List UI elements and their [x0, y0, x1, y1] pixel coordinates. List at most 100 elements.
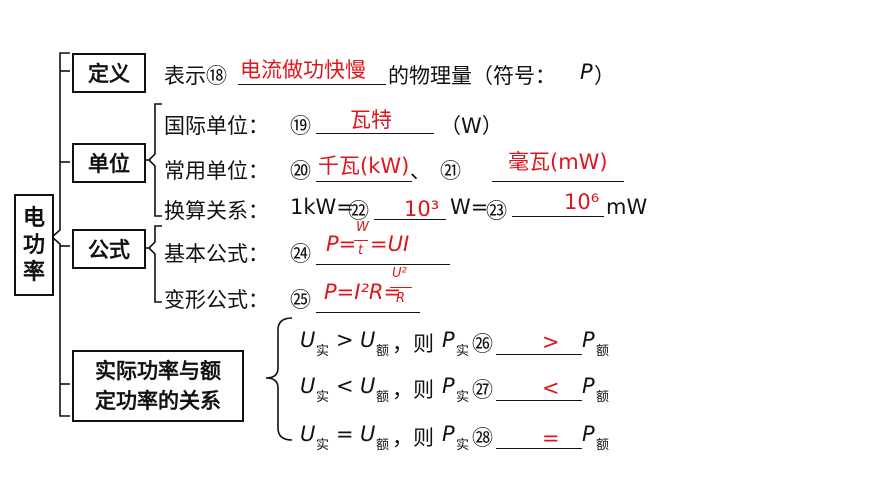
relation-label-line1: 实际功率与额 [95, 359, 221, 383]
basic-formula-blank [316, 264, 450, 265]
relation-num: ㉘ [472, 426, 493, 450]
conversion-num1: ㉒ [348, 199, 369, 223]
relation-operator: > [336, 328, 354, 352]
subscript-rated: 额 [596, 344, 610, 359]
basic-formula-frac-num: W [356, 220, 369, 235]
subscript-actual: 实 [316, 390, 330, 405]
root-char: 率 [22, 259, 45, 285]
subscript-rated: 额 [596, 438, 610, 453]
relation-row: U 实 > U 额 ，则 P 实 ㉖ > P 额 [300, 328, 630, 360]
relation-label-line2: 定功率的关系 [95, 389, 221, 413]
definition-blank [238, 84, 386, 85]
relation-brace [265, 317, 293, 441]
voltage-symbol: U [300, 422, 316, 446]
formula-label-box: 公式 [72, 229, 146, 269]
definition-label: 定义 [88, 62, 130, 86]
derived-formula-frac-den: R [396, 291, 406, 306]
power-symbol: P [582, 422, 595, 446]
subscript-rated: 额 [376, 390, 390, 405]
derived-formula-lead: P=I²R= [324, 280, 402, 304]
common-unit-answer1: 千瓦(kW) [318, 154, 410, 178]
derived-formula-frac-num: U² [392, 266, 407, 281]
unit-label: 单位 [88, 152, 130, 176]
then-text: ，则 [392, 426, 434, 450]
basic-formula-frac-bar [354, 240, 368, 241]
conversion-num2: ㉓ [486, 199, 507, 223]
subscript-actual: 实 [456, 390, 470, 405]
conversion-blank2 [512, 216, 604, 217]
relation-operator: = [336, 422, 354, 446]
basic-formula-num: ㉔ [290, 242, 311, 266]
common-unit-label: 常用单位： [164, 159, 269, 183]
common-unit-blank2 [492, 181, 624, 182]
power-symbol: P [442, 328, 455, 352]
relation-blank [496, 448, 582, 449]
relation-blank [496, 354, 582, 355]
voltage-symbol: U [360, 422, 376, 446]
root-label-box: 电 功 率 [14, 194, 54, 296]
intl-unit-answer: 瓦特 [350, 108, 392, 132]
conversion-lead: 1kW= [290, 195, 354, 219]
common-unit-blank1 [316, 181, 412, 182]
relation-answer: = [542, 426, 560, 450]
power-symbol: P [582, 328, 595, 352]
unit-brace [147, 103, 162, 217]
relation-blank [496, 400, 582, 401]
voltage-symbol: U [300, 328, 316, 352]
power-symbol: P [442, 422, 455, 446]
derived-formula-frac-bar [390, 287, 412, 288]
basic-formula-frac-den: t [358, 243, 364, 258]
relation-row: U 实 = U 额 ，则 P 实 ㉘ = P 额 [300, 422, 630, 454]
relation-row: U 实 < U 额 ，则 P 实 ㉗ < P 额 [300, 374, 630, 406]
root-char: 电 [22, 205, 45, 231]
formula-brace [147, 225, 162, 303]
relation-label-box: 实际功率与额 定功率的关系 [72, 350, 244, 422]
main-brace [50, 52, 70, 417]
relation-operator: < [336, 374, 354, 398]
subscript-rated: 额 [376, 344, 390, 359]
root-char: 功 [22, 232, 45, 258]
common-unit-sep: 、 [410, 159, 431, 183]
basic-formula-label: 基本公式： [164, 242, 269, 266]
intl-unit-num: ⑲ [290, 114, 311, 138]
unit-label-box: 单位 [72, 143, 146, 183]
definition-suffix: 的物理量（符号： [388, 64, 556, 88]
conversion-blank1 [374, 219, 446, 220]
subscript-actual: 实 [456, 344, 470, 359]
definition-answer: 电流做功快慢 [240, 58, 366, 82]
conversion-tail: mW [606, 195, 648, 219]
common-unit-answer2: 毫瓦(mW) [508, 150, 608, 174]
then-text: ，则 [392, 378, 434, 402]
subscript-rated: 额 [376, 438, 390, 453]
relation-num: ㉗ [472, 378, 493, 402]
derived-formula-blank [316, 312, 420, 313]
voltage-symbol: U [300, 374, 316, 398]
conversion-mid: W= [450, 195, 489, 219]
subscript-rated: 额 [596, 390, 610, 405]
definition-label-box: 定义 [72, 53, 146, 93]
common-unit-num1: ⑳ [290, 159, 311, 183]
power-symbol: P [442, 374, 455, 398]
voltage-symbol: U [360, 328, 376, 352]
subscript-actual: 实 [456, 438, 470, 453]
subscript-actual: 实 [316, 344, 330, 359]
conversion-label: 换算关系： [164, 199, 269, 223]
conversion-answer1: 10³ [404, 197, 440, 221]
basic-formula-tail: =UI [370, 232, 410, 256]
common-unit-num2: ㉑ [440, 159, 461, 183]
relation-answer: > [542, 330, 560, 354]
subscript-actual: 实 [316, 438, 330, 453]
definition-symbol: P [580, 60, 593, 84]
relation-answer: < [542, 376, 560, 400]
definition-close: ） [594, 64, 615, 88]
derived-formula-label: 变形公式： [164, 288, 269, 312]
intl-unit-label: 国际单位： [164, 114, 269, 138]
voltage-symbol: U [360, 374, 376, 398]
relation-num: ㉖ [472, 332, 493, 356]
intl-unit-tail: （W） [440, 114, 503, 138]
derived-formula-num: ㉕ [290, 288, 311, 312]
power-symbol: P [582, 374, 595, 398]
basic-formula-P: P= [326, 232, 357, 256]
intl-unit-blank [316, 133, 434, 134]
formula-label: 公式 [88, 238, 130, 262]
